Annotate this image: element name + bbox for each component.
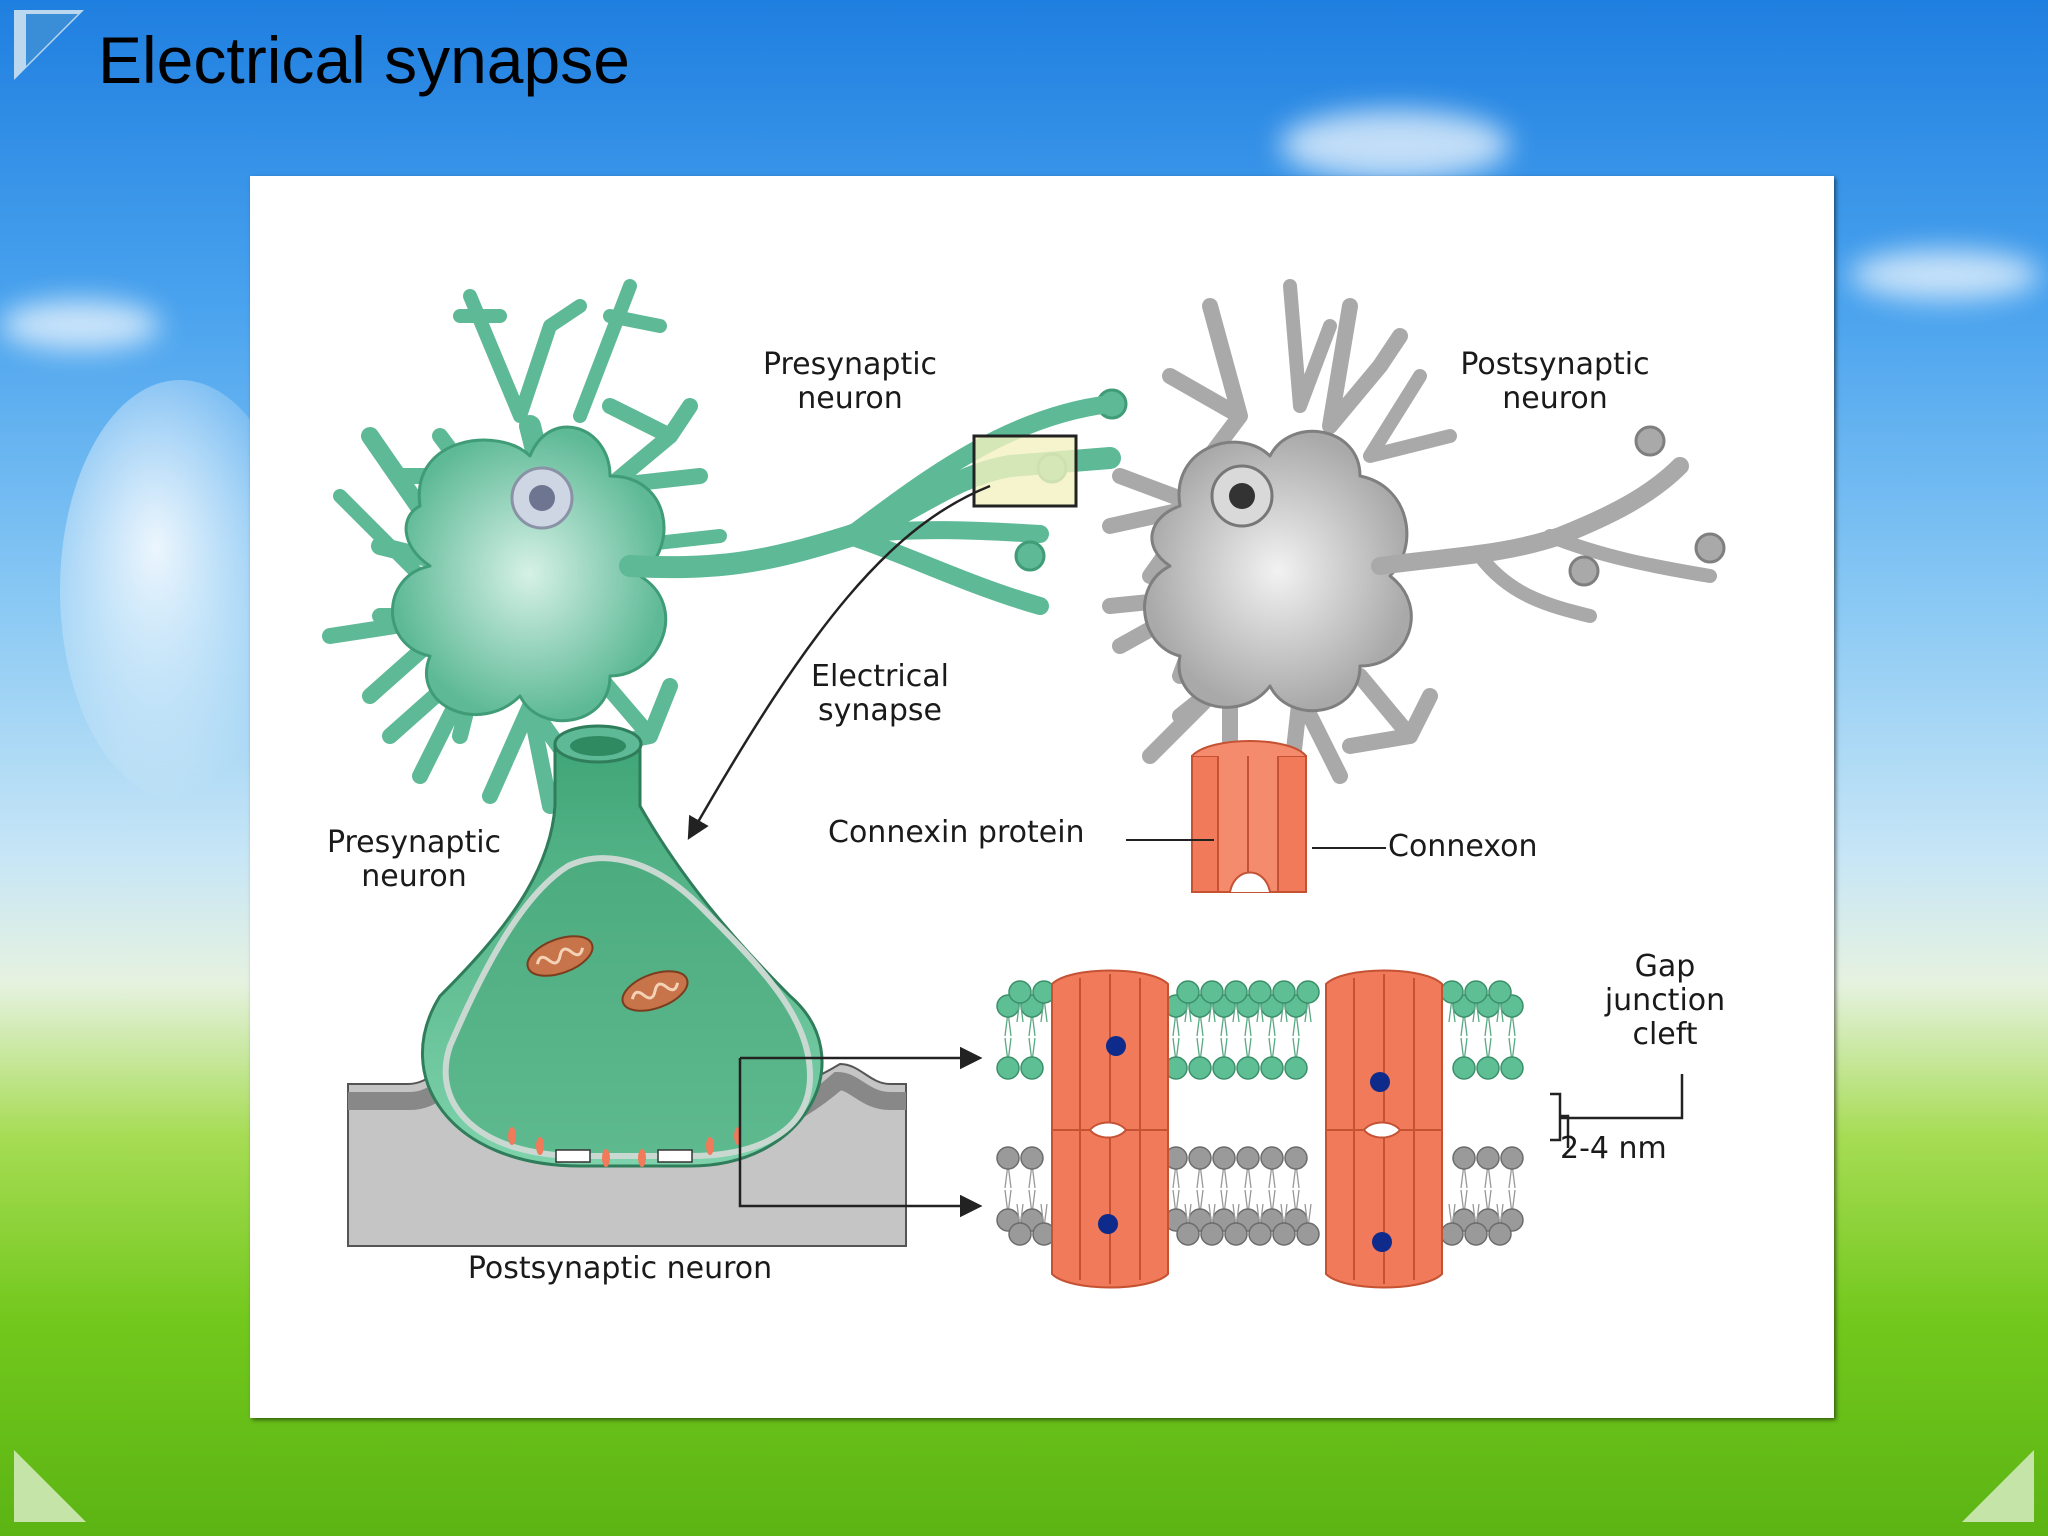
- zoom-arrow: [687, 484, 991, 840]
- corner-triangle-top-left-inner: [26, 14, 78, 66]
- mitochondrion: [526, 935, 594, 977]
- label-postsynaptic-neuron-top: Postsynaptic neuron: [1440, 348, 1670, 416]
- cloud-decoration: [1850, 250, 2040, 300]
- synapse-diagram: [322, 279, 1726, 1289]
- label-line: Gap: [1634, 949, 1696, 984]
- label-line: Postsynaptic: [1460, 347, 1650, 382]
- cloud-decoration: [1280, 110, 1510, 180]
- label-connexon: Connexon: [1388, 829, 1538, 864]
- synapse-figure: Presynaptic neuron Postsynaptic neuron E…: [250, 176, 1834, 1418]
- synapse-highlight-box: [972, 434, 1078, 508]
- postsynaptic-neuron-cell: [1102, 279, 1726, 794]
- connexon-illustration: [1191, 740, 1307, 893]
- slide-title: Electrical synapse: [98, 23, 630, 97]
- presynaptic-bouton: [347, 724, 983, 1247]
- label-line: junction: [1604, 983, 1726, 1018]
- label-line: Electrical: [811, 659, 949, 694]
- connexon-pair: [1325, 969, 1443, 1289]
- label-electrical-synapse: Electrical synapse: [790, 660, 970, 728]
- cloud-decoration: [0, 300, 160, 350]
- label-gap-junction-cleft: Gap junction cleft: [1590, 950, 1740, 1052]
- label-line: cleft: [1632, 1017, 1698, 1052]
- mitochondrion: [621, 970, 689, 1012]
- label-line: synapse: [818, 693, 942, 728]
- label-gap-width: 2-4 nm: [1560, 1131, 1667, 1166]
- connexon-pair: [1051, 969, 1169, 1289]
- label-postsynaptic-neuron-bottom: Postsynaptic neuron: [467, 1251, 773, 1286]
- label-presynaptic-neuron-top: Presynaptic neuron: [740, 348, 960, 416]
- label-line: Presynaptic: [326, 825, 502, 860]
- label-connexin-protein: Connexin protein: [828, 815, 1085, 850]
- label-line: neuron: [361, 859, 467, 894]
- label-presynaptic-neuron-bottom: Presynaptic neuron: [304, 826, 524, 894]
- nav-previous-triangle[interactable]: [14, 1450, 86, 1522]
- label-line: neuron: [1502, 381, 1608, 416]
- label-line: neuron: [797, 381, 903, 416]
- nav-next-triangle[interactable]: [1962, 1450, 2034, 1522]
- presynaptic-neuron-cell: [322, 279, 1128, 814]
- label-line: Presynaptic: [762, 347, 938, 382]
